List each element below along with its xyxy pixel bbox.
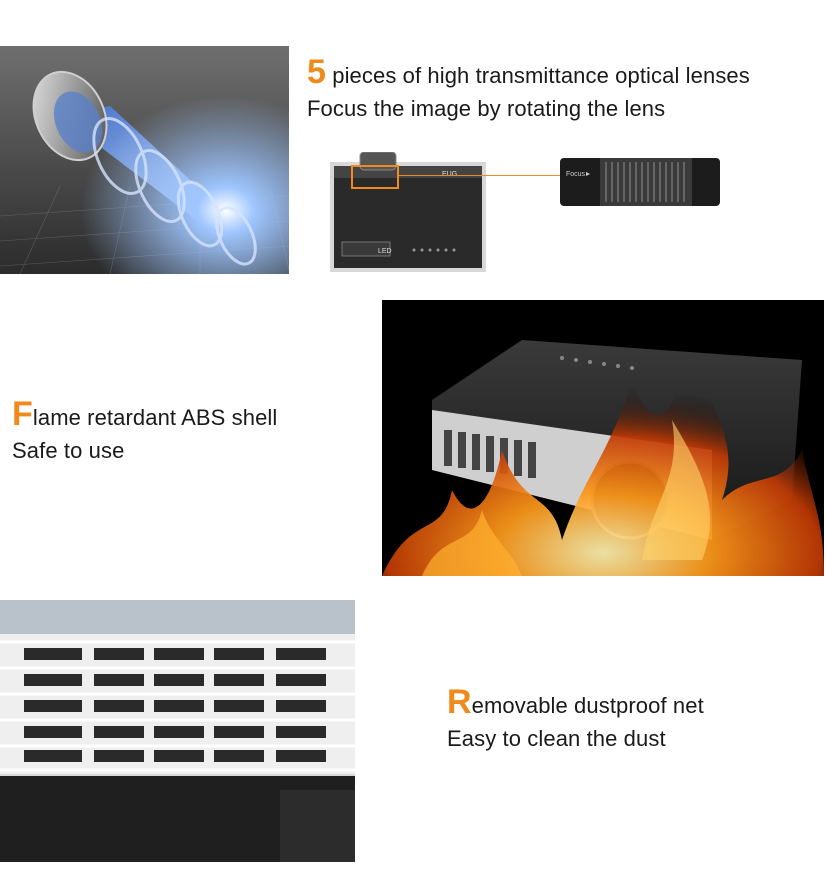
feature-shell-headline: Flame retardant ABS shell <box>12 395 278 434</box>
focus-label: Focus <box>566 171 586 178</box>
feature-lenses: 5 pieces of high transmittance optical l… <box>307 53 750 125</box>
feature-shell-headline-text: lame retardant ABS shell <box>32 405 278 430</box>
feature-shell-accent: F <box>12 395 33 433</box>
feature-net-headline-text: emovable dustproof net <box>471 693 704 718</box>
brand-logo-small: EUG <box>442 171 457 178</box>
feature-shell: Flame retardant ABS shell Safe to use <box>12 395 278 467</box>
led-badge: LED <box>378 248 392 255</box>
feature-lenses-headline: 5 pieces of high transmittance optical l… <box>307 53 750 92</box>
projector-top-view: EUG LED <box>330 151 486 272</box>
flame-graphic <box>382 300 824 576</box>
projector-in-flames-image <box>382 300 824 576</box>
feature-net-headline: Removable dustproof net <box>447 683 704 722</box>
feature-lenses-headline-text: pieces of high transmittance optical len… <box>326 63 750 88</box>
lens-illustration <box>0 46 289 274</box>
feature-net: Removable dustproof net Easy to clean th… <box>447 683 704 755</box>
callout-line <box>398 175 560 176</box>
vent-graphic <box>0 600 355 862</box>
feature-lenses-subline: Focus the image by rotating the lens <box>307 96 666 121</box>
dustproof-net-image <box>0 600 355 862</box>
feature-shell-subline: Safe to use <box>12 438 125 463</box>
focus-wheel-graphic: Focus <box>560 158 720 206</box>
feature-net-subline: Easy to clean the dust <box>447 726 666 751</box>
feature-net-accent: R <box>447 683 472 721</box>
focus-wheel-closeup: Focus <box>560 158 720 206</box>
feature-lenses-accent: 5 <box>307 53 327 91</box>
projector-top-graphic: EUG LED <box>330 151 486 272</box>
lens-graphic <box>0 46 289 274</box>
